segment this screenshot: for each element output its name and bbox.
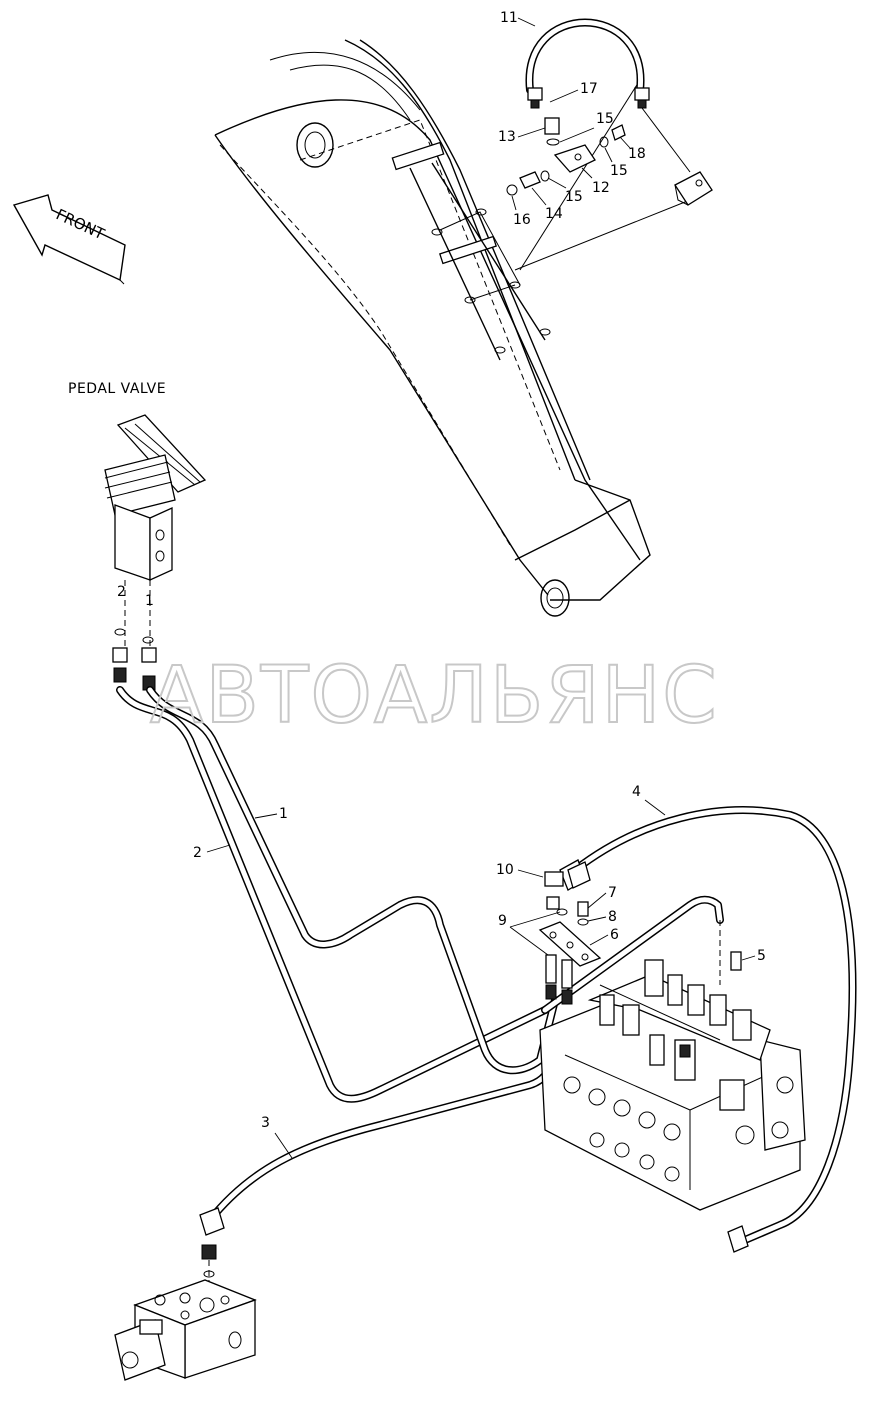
callout-17: 17 [580,81,598,97]
callout-6: 6 [610,927,619,943]
pedal-fittings: 2 1 [112,584,157,691]
pedal-valve-title: PEDAL VALVE [68,381,166,397]
boom-outline [214,39,691,617]
callout-1b: 1 [279,806,288,822]
callout-11: 11 [500,10,518,26]
callout-8: 8 [608,909,617,925]
control-valve-icon [539,959,806,1211]
top-callouts: 11 17 13 15 18 15 12 15 14 16 [498,10,646,228]
callout-12: 12 [592,180,610,196]
callout-2a: 2 [117,584,126,600]
front-label: FRONT [53,205,108,243]
pedal-valve-icon [104,414,207,660]
hose-2 [116,686,549,1103]
callout-7: 7 [608,885,617,901]
callout-4: 4 [632,784,641,800]
bracket-callouts: 10 7 8 6 9 5 [496,862,766,964]
callout-15c: 15 [565,189,583,205]
callout-3: 3 [261,1115,270,1131]
hose-1 [146,686,559,1075]
crossover-hose [541,895,724,1014]
callout-10: 10 [496,862,514,878]
callout-9: 9 [498,913,507,929]
front-arrow-icon: FRONT [12,194,126,285]
callout-15a: 15 [596,111,614,127]
top-hose-assembly [506,18,713,206]
callout-5: 5 [757,948,766,964]
callout-16: 16 [513,212,531,228]
callout-14: 14 [545,206,563,222]
callout-13: 13 [498,129,516,145]
callout-2b: 2 [193,845,202,861]
watermark: АВТОАЛЬЯНС [150,651,719,741]
callout-1a: 1 [145,593,154,609]
hose-4 [559,806,857,1253]
bracket-fittings [538,861,742,1005]
solenoid-valve-icon [114,1279,257,1381]
callout-18: 18 [628,146,646,162]
callout-15b: 15 [610,163,628,179]
